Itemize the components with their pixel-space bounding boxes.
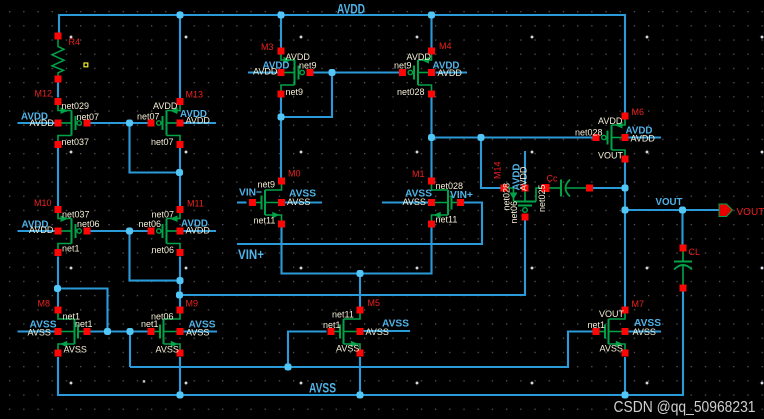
svg-text:AVDD: AVDD	[253, 67, 278, 77]
svg-text:net1: net1	[323, 320, 341, 330]
svg-text:net1: net1	[62, 244, 80, 254]
svg-text:net11: net11	[254, 216, 276, 226]
svg-text:AVSS: AVSS	[186, 328, 209, 338]
svg-text:VOUT: VOUT	[599, 309, 625, 319]
svg-text:VOUT: VOUT	[598, 151, 624, 161]
svg-text:AVSS: AVSS	[336, 344, 359, 354]
svg-text:net06: net06	[139, 219, 162, 229]
svg-text:net9: net9	[286, 87, 304, 97]
svg-text:M10: M10	[34, 198, 52, 208]
svg-text:CL: CL	[689, 247, 701, 257]
svg-text:M12: M12	[35, 89, 53, 99]
svg-text:AVDD: AVDD	[21, 111, 48, 123]
svg-text:AVDD: AVDD	[626, 125, 653, 137]
svg-text:AVSS: AVSS	[64, 345, 87, 355]
svg-text:AVSS: AVSS	[28, 328, 51, 338]
svg-text:AVSS: AVSS	[289, 188, 316, 200]
svg-text:net9: net9	[394, 61, 412, 71]
svg-text:AVDD: AVDD	[337, 2, 365, 17]
svg-text:AVDD: AVDD	[286, 52, 311, 62]
svg-text:AVDD: AVDD	[30, 118, 55, 128]
svg-text:M5: M5	[368, 298, 381, 308]
svg-text:M13: M13	[186, 90, 204, 100]
svg-text:VOUT: VOUT	[656, 196, 684, 208]
svg-text:AVDD: AVDD	[186, 226, 211, 236]
svg-text:VOUT: VOUT	[737, 207, 764, 218]
svg-text:net06: net06	[152, 245, 175, 255]
svg-text:net9: net9	[299, 61, 317, 71]
svg-text:AVSS: AVSS	[309, 381, 336, 396]
svg-text:net028: net028	[436, 181, 464, 191]
svg-text:net028: net028	[397, 87, 425, 97]
svg-text:AVSS: AVSS	[633, 327, 656, 337]
svg-text:AVDD: AVDD	[22, 219, 49, 231]
svg-text:AVSS: AVSS	[156, 345, 179, 355]
svg-text:net06: net06	[151, 312, 174, 322]
svg-text:net1: net1	[141, 319, 159, 329]
svg-text:AVSS: AVSS	[405, 188, 432, 200]
svg-text:M1: M1	[412, 169, 425, 179]
svg-text:net07: net07	[152, 210, 175, 220]
svg-text:net025: net025	[537, 184, 547, 212]
svg-text:net11: net11	[436, 215, 458, 225]
svg-text:AVDD: AVDD	[153, 101, 178, 111]
svg-text:AVDD: AVDD	[519, 166, 529, 191]
svg-text:AVDD: AVDD	[438, 68, 463, 78]
svg-text:VIN+: VIN+	[238, 247, 264, 262]
svg-text:M7: M7	[632, 299, 645, 309]
svg-text:net037: net037	[62, 210, 90, 220]
svg-text:AVSS: AVSS	[403, 197, 426, 207]
svg-text:M8: M8	[38, 299, 51, 309]
svg-text:M14: M14	[493, 161, 503, 179]
svg-text:M0: M0	[288, 169, 301, 179]
svg-text:M6: M6	[632, 107, 645, 117]
svg-text:net028: net028	[575, 128, 603, 138]
svg-text:M11: M11	[187, 199, 204, 209]
svg-text:AVDD: AVDD	[631, 134, 656, 144]
svg-text:AVDD: AVDD	[407, 52, 432, 62]
svg-text:AVDD: AVDD	[181, 218, 208, 230]
svg-text:VIN+: VIN+	[450, 189, 473, 201]
svg-text:R4: R4	[69, 37, 81, 47]
svg-text:net07: net07	[77, 112, 100, 122]
svg-text:AVSS: AVSS	[634, 317, 661, 329]
svg-text:AVSS: AVSS	[287, 197, 310, 207]
svg-text:AVDD: AVDD	[433, 60, 460, 72]
svg-text:AVDD: AVDD	[598, 116, 623, 126]
svg-text:AVDD: AVDD	[263, 60, 290, 72]
svg-text:AVSS: AVSS	[30, 319, 57, 331]
svg-text:AVSS: AVSS	[382, 318, 409, 330]
svg-text:net037: net037	[62, 137, 90, 147]
svg-text:net9: net9	[258, 180, 276, 190]
svg-text:AVDD: AVDD	[186, 116, 211, 126]
svg-text:AVDD: AVDD	[511, 163, 523, 190]
svg-text:Cc: Cc	[547, 174, 558, 184]
svg-text:AVSS: AVSS	[189, 319, 216, 331]
svg-text:AVSS: AVSS	[366, 327, 389, 337]
svg-text:net1: net1	[75, 319, 93, 329]
svg-text:net028: net028	[502, 183, 512, 211]
svg-text:M9: M9	[186, 299, 199, 309]
svg-text:CSDN @qq_50968231: CSDN @qq_50968231	[614, 399, 756, 416]
svg-text:M3: M3	[261, 42, 274, 52]
svg-text:M4: M4	[439, 41, 452, 51]
svg-text:net06: net06	[509, 201, 519, 224]
svg-text:AVSS: AVSS	[600, 344, 623, 354]
svg-text:net06: net06	[77, 219, 100, 229]
svg-text:net07: net07	[137, 112, 160, 122]
svg-text:net1: net1	[63, 312, 81, 322]
svg-text:net029: net029	[62, 101, 90, 111]
svg-text:AVDD: AVDD	[180, 108, 207, 120]
svg-text:net11: net11	[332, 310, 354, 320]
svg-text:net1: net1	[588, 320, 606, 330]
svg-text:VIN−: VIN−	[239, 187, 262, 199]
svg-text:net07: net07	[151, 137, 174, 147]
svg-text:AVDD: AVDD	[29, 225, 54, 235]
